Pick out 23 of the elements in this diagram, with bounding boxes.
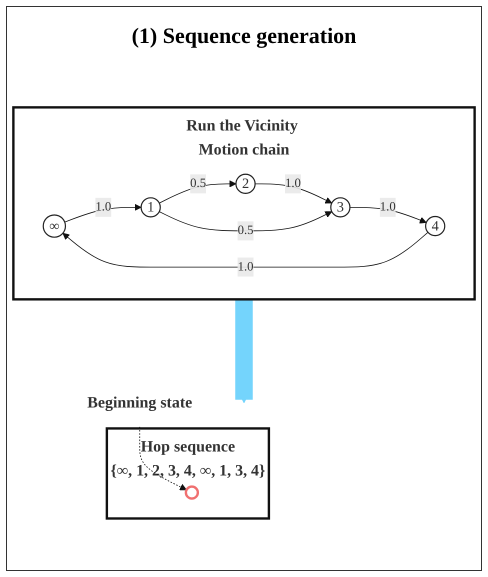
edge-label: 0.5	[238, 223, 254, 237]
arrow	[254, 183, 332, 203]
node-circle	[140, 196, 161, 218]
arrow	[158, 180, 236, 204]
node-circle	[425, 215, 446, 236]
arrow	[64, 203, 142, 222]
arrow	[139, 426, 187, 490]
node-circle	[330, 196, 351, 218]
cluster	[12, 106, 476, 300]
arrow	[62, 232, 428, 268]
panel-title: (1) Sequence generation	[132, 23, 356, 49]
node-circle	[235, 173, 256, 194]
edge-label: 1.0	[380, 200, 396, 214]
edge-label: 1.0	[238, 260, 254, 274]
node-circle	[184, 484, 200, 500]
edge-label: 1.0	[284, 176, 301, 190]
edge-label: 1.0	[95, 200, 112, 214]
edge-label: 0.5	[190, 176, 206, 190]
node-circle	[42, 214, 66, 238]
arrow	[350, 206, 427, 224]
arrow	[158, 210, 332, 231]
panel-frame: (1) Sequence generation Hop sequence {∞, 1, 2, 3, 4, ∞, 1, 3, 4} Run the Vicinity Motion chain 1.0 0.5 1.0 1.0 0.5 1.0 ∞ 1 2 3 4 Beginning state	[6, 6, 482, 571]
node-text: Beginning state	[87, 394, 192, 412]
